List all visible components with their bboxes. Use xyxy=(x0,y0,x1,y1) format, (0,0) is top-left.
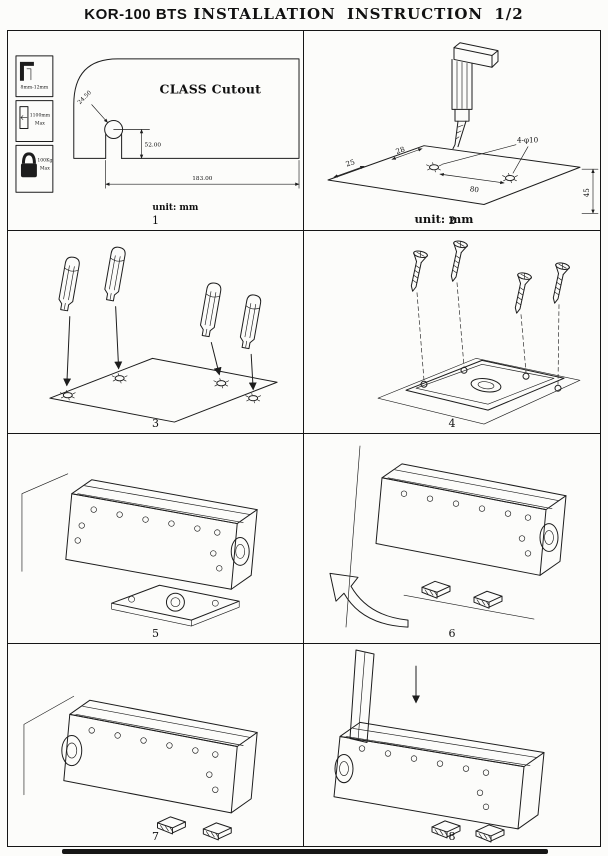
panel-number: 3 xyxy=(152,417,159,430)
drill-hole xyxy=(502,172,518,184)
panel-1-drawing: 8mm-12mm 1100mm Max 100Kg Max xyxy=(15,55,300,213)
wall-lines xyxy=(21,473,69,572)
legend-weight-max: Max xyxy=(40,165,50,171)
glass-panel xyxy=(349,649,375,743)
legend-thickness: 8mm-12mm xyxy=(21,85,49,91)
scan-artifact xyxy=(62,849,548,854)
unit-label: unit: mm xyxy=(152,203,198,213)
legend-width: 1100mm xyxy=(30,113,51,119)
base-feet xyxy=(403,580,535,620)
insert-arrows xyxy=(63,306,257,391)
door-width-icon xyxy=(19,106,29,130)
base-foot xyxy=(473,590,503,609)
pivot-boss xyxy=(334,754,354,784)
legend-width-max: Max xyxy=(35,121,45,127)
base-outline xyxy=(49,357,278,423)
anchor-hole xyxy=(213,377,230,389)
pivot-boss xyxy=(61,734,83,767)
title-text: INSTALLATION INSTRUCTION 1/2 xyxy=(193,5,524,23)
dim-horizontal: 183.00 xyxy=(192,176,213,182)
panel-4-drawing xyxy=(377,239,581,425)
glass-cutout-drawing xyxy=(73,58,300,159)
panel-6-drawing xyxy=(329,445,567,628)
screws xyxy=(405,239,571,316)
pivot-line xyxy=(345,445,361,628)
dim-vertical: 52.00 xyxy=(145,142,162,148)
panel-number: 6 xyxy=(448,627,456,640)
clamp-body xyxy=(375,463,567,576)
panel-2-drawing: 28 25 80 4-φ10 45 unit: mm xyxy=(327,42,599,226)
page-title: KOR-100 BTS INSTALLATION INSTRUCTION 1/2 xyxy=(0,5,608,24)
base-plate-exploded xyxy=(111,584,240,627)
panel-8-drawing xyxy=(333,649,545,843)
rotation-arrow-icon xyxy=(329,572,409,628)
dim-edge: 28 xyxy=(394,144,406,155)
wall-anchor-icon xyxy=(102,245,127,302)
screw-icon xyxy=(547,261,571,306)
dimensions: 24.50 52.00 183.00 xyxy=(77,90,300,189)
panel-number: 4 xyxy=(448,417,456,430)
base-foot xyxy=(421,580,451,599)
guide-lines xyxy=(416,282,560,385)
panel-7-drawing xyxy=(23,695,258,841)
floor-outline xyxy=(377,358,581,425)
dimensions: 28 25 80 4-φ10 45 xyxy=(333,136,599,214)
anchor-hole xyxy=(59,389,76,401)
panel-8: 8 xyxy=(304,644,600,846)
unit-label: unit: mm xyxy=(415,212,474,226)
panel-1: 8mm-12mm 1100mm Max 100Kg Max xyxy=(8,31,304,231)
glass-thickness-icon xyxy=(19,61,34,81)
dim-holes: 4-φ10 xyxy=(517,136,539,145)
clamp-body xyxy=(333,721,545,830)
anchor-hole xyxy=(111,372,128,384)
mounting-plate xyxy=(405,359,565,411)
screw-icon xyxy=(509,271,533,316)
cutout-title: CLASS Cutout xyxy=(159,82,261,97)
clamp-body xyxy=(61,699,258,814)
drill-icon xyxy=(451,42,499,150)
wall-anchor-icon xyxy=(56,255,81,312)
wall-anchors xyxy=(56,245,263,350)
drill-hole xyxy=(426,162,442,173)
clamp-body xyxy=(65,479,258,590)
panel-3-drawing xyxy=(49,245,278,423)
dim-span: 80 xyxy=(469,184,480,194)
pivot-boss xyxy=(539,523,559,552)
panel-number: 1 xyxy=(152,214,159,227)
panel-4: 4 xyxy=(304,231,600,434)
floor-plan xyxy=(327,145,581,206)
weight-icon xyxy=(20,152,37,178)
dim-depth: 45 xyxy=(582,188,591,197)
anchor-hole xyxy=(245,392,262,404)
panel-6: 6 xyxy=(304,434,600,644)
panel-number: 7 xyxy=(152,830,159,843)
panel-5: 5 xyxy=(8,434,304,644)
wall-anchor-icon xyxy=(198,281,223,338)
panel-number: 2 xyxy=(448,214,456,227)
panel-3: 3 xyxy=(8,231,304,434)
panel-5-drawing xyxy=(21,473,258,627)
pivot-boss xyxy=(230,537,250,566)
wall-lines xyxy=(23,695,75,796)
screw-icon xyxy=(405,249,429,294)
dim-diagonal: 24.50 xyxy=(77,90,93,106)
panel-number: 8 xyxy=(448,830,456,843)
legend-weight: 100Kg xyxy=(37,157,52,163)
spec-legend: 8mm-12mm 1100mm Max 100Kg Max xyxy=(15,55,54,193)
dim-side: 25 xyxy=(344,157,355,168)
wall-anchor-icon xyxy=(238,293,263,350)
step-grid: 8mm-12mm 1100mm Max 100Kg Max xyxy=(7,30,601,847)
panel-2: 28 25 80 4-φ10 45 unit: mm 2 xyxy=(304,31,600,231)
panel-7: 7 xyxy=(8,644,304,846)
title-model: KOR-100 BTS xyxy=(84,6,188,23)
panel-number: 5 xyxy=(152,627,159,640)
screw-icon xyxy=(445,239,469,284)
